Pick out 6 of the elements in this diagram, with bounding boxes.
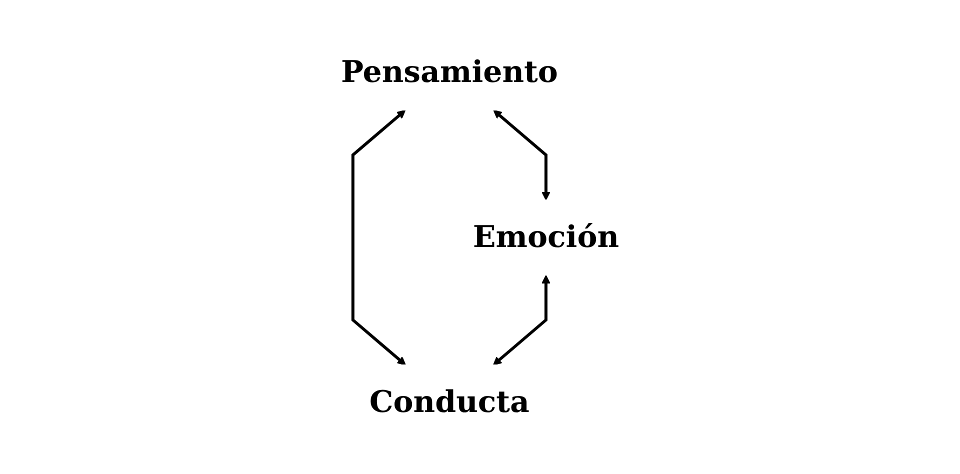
node-text: Emoción: [472, 219, 619, 254]
node-text: Pensamiento: [340, 54, 558, 90]
node-text: Conducta: [369, 384, 530, 420]
arrow: [351, 109, 406, 365]
arrow: [492, 274, 550, 365]
arrow: [493, 109, 550, 200]
